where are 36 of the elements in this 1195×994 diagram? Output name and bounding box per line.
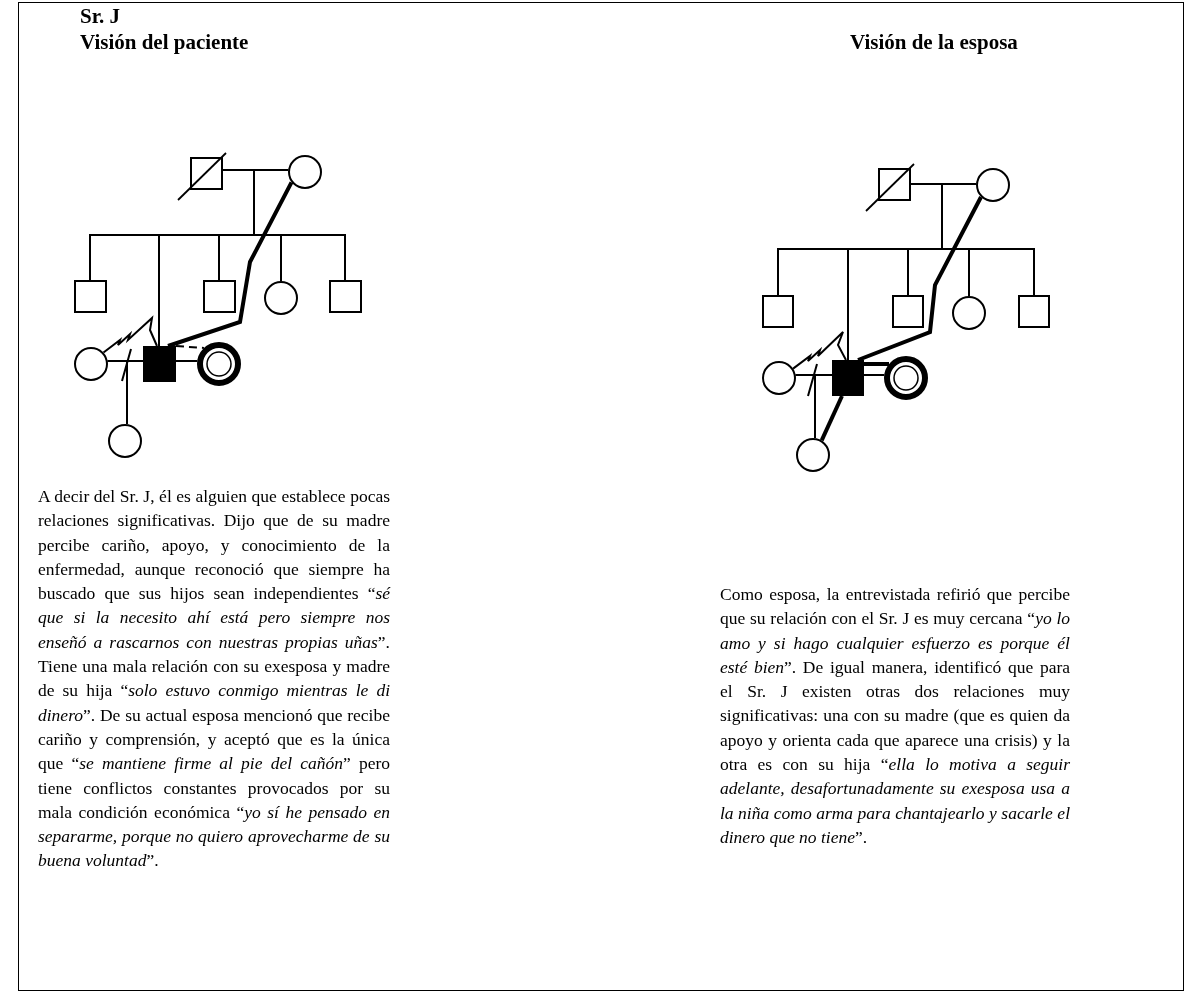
section-heading: Visión del paciente [80, 30, 249, 55]
square-symbol [74, 280, 107, 313]
circle-symbol [762, 361, 796, 395]
square-symbol [762, 295, 794, 328]
circle-symbol [264, 281, 298, 315]
double-circle-symbol [884, 356, 928, 400]
filled-square-symbol [143, 346, 176, 382]
circle-symbol [952, 296, 986, 330]
square-symbol [203, 280, 236, 313]
connector-line [175, 345, 205, 349]
paragraph: Como esposa, la entrevistada refirió que percibe que su relación con el Sr. J es muy cercana “yo lo amo y si hago cualquier esfuerzo es porque él esté bien”. De igual manera, identificó que para el Sr. J existen otras dos relaciones muy significativas: una con su madre (que es quien da apoyo y orienta cada que aparece una crisis) y la otra es con su hija “ella lo motiva a seguir adelante, desafortunadamente su exesposa usa a la niña como arma para chantajearlo y sacarle el dinero que no tiene”. [720, 583, 1070, 849]
close-relationship-line [857, 196, 983, 362]
close-relationship-line [864, 362, 889, 366]
connector-line [175, 360, 199, 362]
circle-symbol [74, 347, 108, 381]
paragraph: A decir del Sr. J, él es alguien que establece pocas relaciones significativas. Dijo que de su madre percibe cariño, apoyo, y conocimiento de la enfermedad, aunque reconoció que siempre ha buscado que sus hijos sean independientes “sé que si la necesito ahí está pero siempre nos enseñó a rascarnos con nuestras propias uñas”. Tiene una mala relación con su exesposa y madre de su hija “solo estuvo conmigo mientras le di dinero”. De su actual esposa mencionó que recibe cariño y comprensión, y aceptó que es la única que “se mantiene firme al pie del cañón” pero tiene conflictos constantes provocados por su mala condición económica “yo sí he pensado en separarme, porque no quiero aprovecharme de su buena voluntad”. [38, 485, 390, 873]
circle-symbol [288, 155, 322, 189]
circle-symbol [108, 424, 142, 458]
square-symbol [1018, 295, 1050, 328]
close-relationship-line [819, 395, 844, 442]
square-symbol [190, 157, 223, 190]
square-symbol [892, 295, 924, 328]
conflict-zigzag-line [792, 331, 847, 370]
connector-line [106, 360, 128, 426]
section-heading: Visión de la esposa [850, 30, 1018, 55]
circle-symbol [796, 438, 830, 472]
square-symbol [878, 168, 911, 201]
title: Sr. J [80, 4, 121, 29]
conflict-zigzag-line [102, 315, 158, 354]
filled-square-symbol [832, 360, 864, 396]
square-symbol [329, 280, 362, 313]
circle-symbol [976, 168, 1010, 202]
connector-line [794, 374, 816, 440]
connector-line [863, 374, 886, 376]
close-relationship-line [167, 181, 294, 348]
double-circle-symbol [197, 342, 241, 386]
